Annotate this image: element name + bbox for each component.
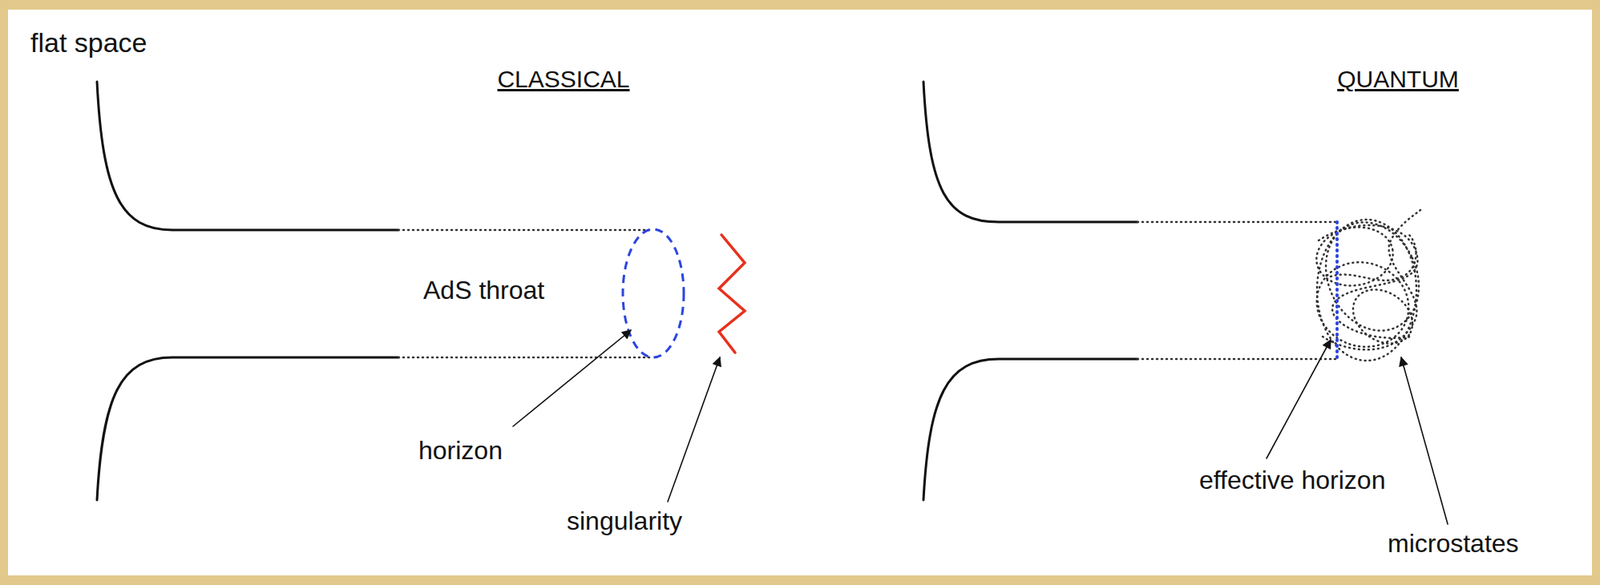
leader-arrow (667, 357, 720, 502)
throat-wall (923, 359, 1138, 501)
callout-label: horizon (418, 437, 503, 464)
microstate-loop (1305, 249, 1422, 360)
leader-arrow (1266, 339, 1331, 459)
singularity-zigzag (719, 234, 745, 353)
horizon-ellipse (622, 229, 684, 358)
region-label: flat space (30, 28, 148, 57)
white-panel (8, 9, 1592, 576)
throat-wall (923, 81, 1138, 223)
region-label: AdS throat (423, 277, 545, 304)
callout-label: effective horizon (1199, 467, 1386, 493)
leader-arrow (513, 330, 631, 427)
microstates-tangle (1305, 206, 1437, 361)
throat-wall (96, 81, 399, 231)
throat-dotted (1137, 221, 1338, 224)
callout-label: singularity (566, 508, 683, 534)
microstate-loop (1342, 278, 1423, 355)
callout-label: microstates (1387, 530, 1520, 557)
throat-dotted (1137, 358, 1338, 361)
microstate-strand (1330, 232, 1416, 281)
throat-dotted (398, 229, 654, 232)
throat-dotted (398, 356, 654, 360)
panel-heading: QUANTUM (1337, 67, 1459, 92)
microstate-strand (1318, 225, 1418, 339)
effective-horizon-line (1335, 222, 1339, 360)
microstate-loop (1311, 221, 1398, 292)
leader-arrow (1401, 357, 1448, 525)
microstate-loop (1309, 206, 1437, 346)
throat-wall (96, 357, 399, 501)
panel-heading: CLASSICAL (496, 67, 630, 92)
